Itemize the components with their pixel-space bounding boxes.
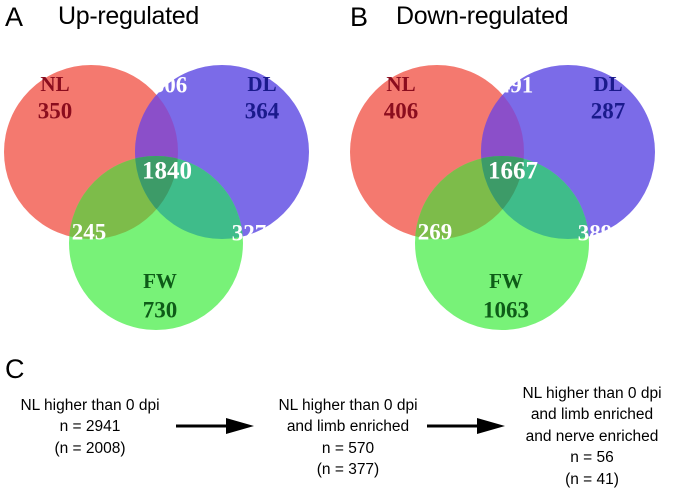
venn-diagram-b: NL 406 DL 287 FW 1063 491 269 389 1667 xyxy=(346,30,692,340)
flow-node-3-line3: and nerve enriched xyxy=(525,427,659,445)
venn-label-fw-count: 730 xyxy=(143,297,178,322)
venn-label-fw-count: 1063 xyxy=(483,297,529,322)
flow-node-2-line1: NL higher than 0 dpi xyxy=(278,397,418,414)
flow-node-2-line2: and limb enriched xyxy=(286,418,410,436)
overlap-nl-fw xyxy=(69,156,178,239)
flow-node-1-line1: NL higher than 0 dpi xyxy=(20,397,160,414)
venn-value-nl-fw: 245 xyxy=(72,219,107,244)
venn-diagram-a: NL 350 DL 364 FW 730 506 245 327 1840 xyxy=(0,30,346,340)
flow-node-3-line2: and limb enriched xyxy=(530,406,654,424)
venn-label-dl-count: 364 xyxy=(245,98,280,123)
panel-b-down-regulated: B Down-regulated xyxy=(346,0,692,345)
panel-letter-b: B xyxy=(350,2,369,32)
venn-label-dl-name: DL xyxy=(593,72,622,96)
panel-a-up-regulated: A Up-regulated xyxy=(0,0,346,345)
panel-title-a: Up-regulated xyxy=(58,2,199,30)
venn-value-dl-fw: 327 xyxy=(232,220,267,245)
flow-node-2: NL higher than 0 dpi and limb enriched n… xyxy=(253,395,443,481)
panel-letter-c: C xyxy=(5,354,25,384)
venn-label-dl-name: DL xyxy=(247,72,276,96)
flow-node-3: NL higher than 0 dpi and limb enriched a… xyxy=(492,383,692,490)
overlap-dl-fw xyxy=(135,156,243,239)
flow-node-3-line1: NL higher than 0 dpi xyxy=(522,385,662,402)
venn-label-nl-name: NL xyxy=(386,72,415,96)
flow-node-1: NL higher than 0 dpi n = 2941 (n = 2008) xyxy=(0,395,180,459)
venn-label-nl-name: NL xyxy=(40,72,69,96)
venn-label-dl-count: 287 xyxy=(591,98,626,123)
panel-c-flow: C NL higher than 0 dpi n = 2941 (n = 200… xyxy=(0,345,692,504)
flow-node-3-line4: n = 56 xyxy=(570,449,614,467)
flow-node-2-line3: n = 570 xyxy=(321,439,375,457)
flow-arrow-1-icon xyxy=(176,418,254,434)
flow-node-1-line3: (n = 2008) xyxy=(54,439,126,457)
venn-svg-b: NL 406 DL 287 FW 1063 491 269 389 1667 xyxy=(350,65,655,330)
venn-label-fw-name: FW xyxy=(489,269,523,293)
overlap-nl-fw xyxy=(415,156,524,239)
flow-arrow-2-icon xyxy=(427,418,505,434)
venn-label-nl-count: 350 xyxy=(38,98,73,123)
overlap-dl-fw xyxy=(481,156,589,239)
flow-diagram: NL higher than 0 dpi n = 2941 (n = 2008)… xyxy=(0,385,692,504)
panel-letter-a: A xyxy=(5,2,24,32)
flow-node-2-line4: (n = 377) xyxy=(316,461,380,479)
venn-value-nl-dl-fw: 1840 xyxy=(142,158,192,185)
venn-label-nl-count: 406 xyxy=(384,98,419,123)
venn-label-fw-name: FW xyxy=(143,269,177,293)
venn-value-nl-dl-fw: 1667 xyxy=(488,158,538,185)
venn-value-dl-fw: 389 xyxy=(578,220,613,245)
flow-node-3-line5: (n = 41) xyxy=(565,470,619,488)
venn-value-nl-dl: 491 xyxy=(499,72,534,97)
panel-title-b: Down-regulated xyxy=(396,2,569,30)
venn-value-nl-fw: 269 xyxy=(418,219,453,244)
venn-value-nl-dl: 506 xyxy=(153,72,188,97)
venn-svg-a: NL 350 DL 364 FW 730 506 245 327 1840 xyxy=(4,65,309,330)
flow-node-1-line2: n = 2941 xyxy=(59,418,121,436)
